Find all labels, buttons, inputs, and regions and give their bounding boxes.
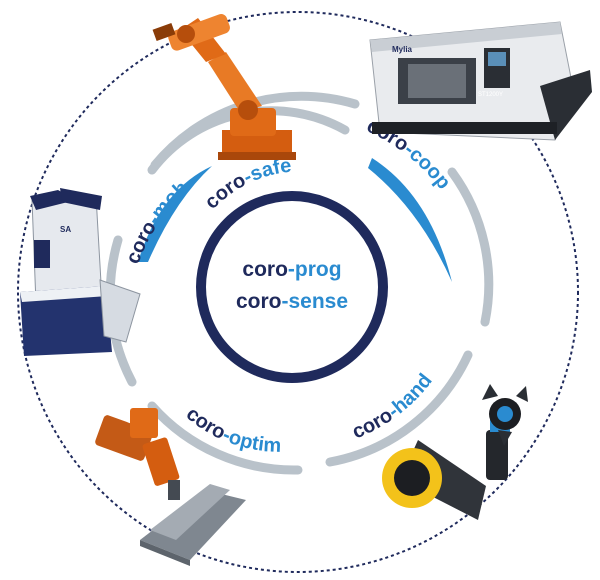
center-ring (196, 191, 388, 383)
ring-segment-bottom-left (147, 401, 303, 475)
module-label-hand: coro-hand (349, 370, 436, 444)
module-label-mob: coro-mob (122, 177, 193, 267)
center-label-prog: coro-prog (242, 258, 341, 281)
blue-crescent-right (368, 158, 452, 282)
machine-brand: Mylia (392, 45, 413, 54)
machine-model: ST1200Y (478, 92, 503, 98)
module-label-optim: coro-optim (182, 403, 282, 457)
industrial-robot-image (152, 14, 296, 160)
blue-crescent-left (138, 166, 212, 262)
agv-tag: SA (60, 225, 71, 234)
cnc-machine-image: Mylia ST1200Y (369, 21, 592, 141)
ring-segment-bottom-right (325, 350, 473, 467)
cobot-hand-image (382, 384, 528, 520)
outer-dashed-ring (17, 11, 579, 573)
optim-robot-image (95, 408, 246, 566)
center-label-sense: coro-sense (236, 290, 348, 313)
ring-segment-right (447, 167, 494, 327)
mobile-robot-agv-image: SA (20, 188, 141, 356)
